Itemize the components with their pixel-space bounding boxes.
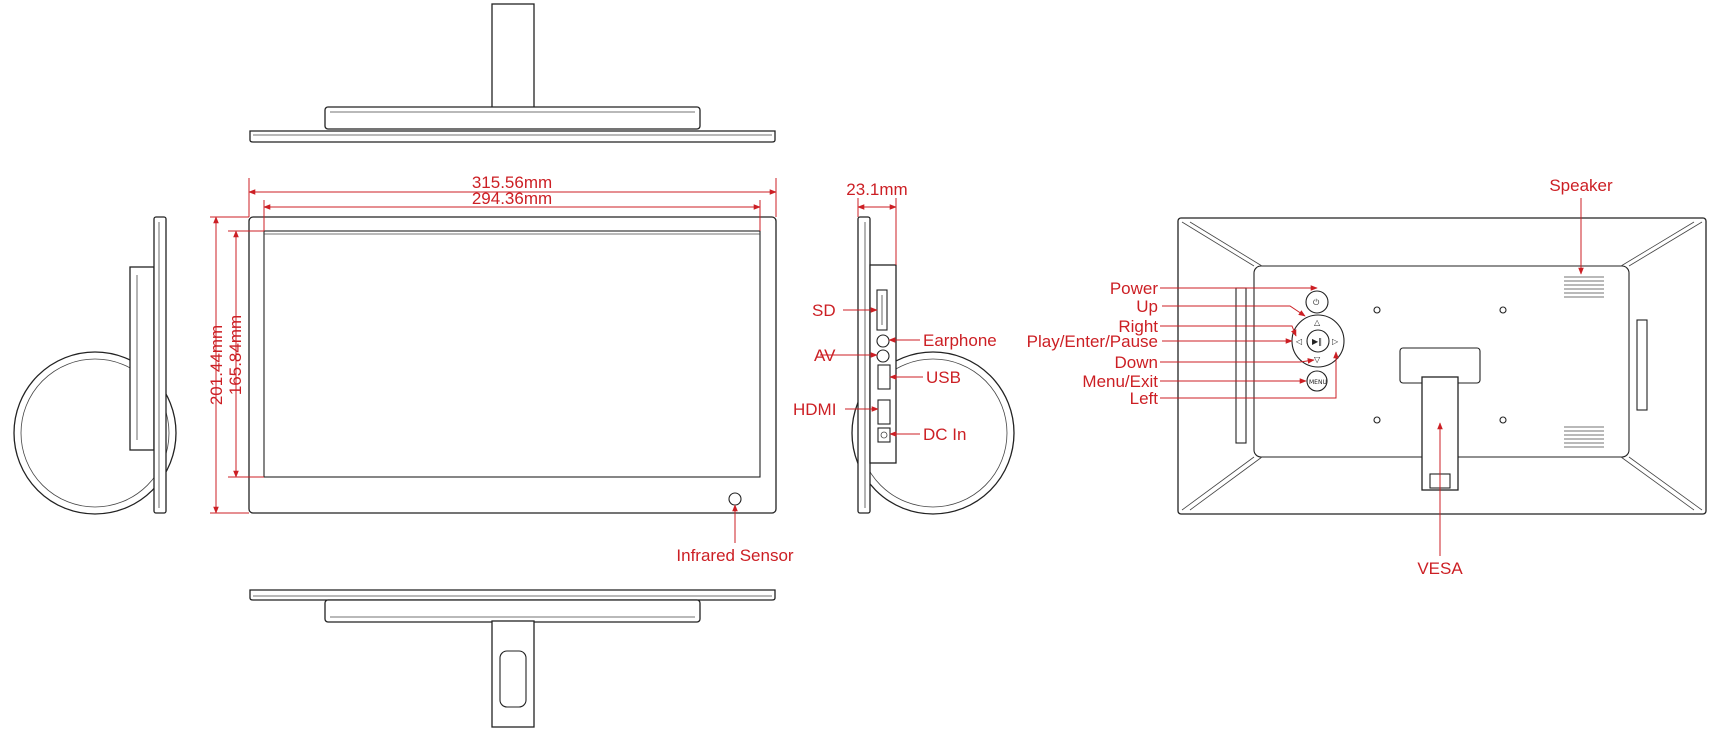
right-side-view <box>851 216 1015 515</box>
screen-width-label: 294.36mm <box>472 189 552 208</box>
vesa-mount-holes <box>1373 306 1507 424</box>
dc-in-label: DC In <box>923 425 966 444</box>
svg-text:◁: ◁ <box>1295 337 1302 346</box>
power-button-icon <box>1305 290 1329 314</box>
left-side-view <box>13 216 177 515</box>
play-enter-button-icon <box>1306 329 1330 353</box>
bottom-view <box>249 589 776 728</box>
sd-label: SD <box>812 301 836 320</box>
left-label: Left <box>1130 389 1159 408</box>
hdmi-port <box>877 399 891 425</box>
speaker-label: Speaker <box>1549 176 1613 195</box>
svg-text:⏻: ⏻ <box>1313 298 1320 307</box>
av-label: AV <box>814 346 836 365</box>
up-label: Up <box>1136 297 1158 316</box>
front-view <box>248 216 777 514</box>
earphone-label: Earphone <box>923 331 997 350</box>
dimension-lines <box>210 178 897 514</box>
power-label: Power <box>1110 279 1159 298</box>
play-enter-pause-label: Play/Enter/Pause <box>1027 332 1158 351</box>
svg-text:▽: ▽ <box>1314 355 1321 364</box>
top-view <box>249 3 776 143</box>
hdmi-label: HDMI <box>793 400 836 419</box>
callout-leaders <box>732 198 1584 556</box>
rear-view: ⏻ ▶‖ △ ▽ ▷ ◁ MENU <box>1177 217 1707 515</box>
right-label: Right <box>1118 317 1158 336</box>
vesa-label: VESA <box>1417 559 1463 578</box>
svg-text:△: △ <box>1314 318 1321 327</box>
infrared-sensor-label: Infrared Sensor <box>676 546 794 565</box>
labels: 315.56mm 294.36mm 23.1mm 201.44mm 165.84… <box>207 173 1613 578</box>
depth-label: 23.1mm <box>846 180 907 199</box>
down-label: Down <box>1115 353 1158 372</box>
overall-width-label: 315.56mm <box>472 173 552 192</box>
menu-exit-label: Menu/Exit <box>1082 372 1158 391</box>
menu-button-text: MENU <box>1309 379 1327 386</box>
overall-height-label: 201.44mm <box>207 325 226 405</box>
svg-text:▶‖: ▶‖ <box>1312 337 1322 346</box>
usb-label: USB <box>926 368 961 387</box>
speaker-grille-bottom <box>1564 426 1604 448</box>
menu-button-icon <box>1306 370 1328 392</box>
screen-height-label: 165.84mm <box>226 315 245 395</box>
speaker-grille-top <box>1564 276 1604 298</box>
svg-text:▷: ▷ <box>1332 337 1339 346</box>
